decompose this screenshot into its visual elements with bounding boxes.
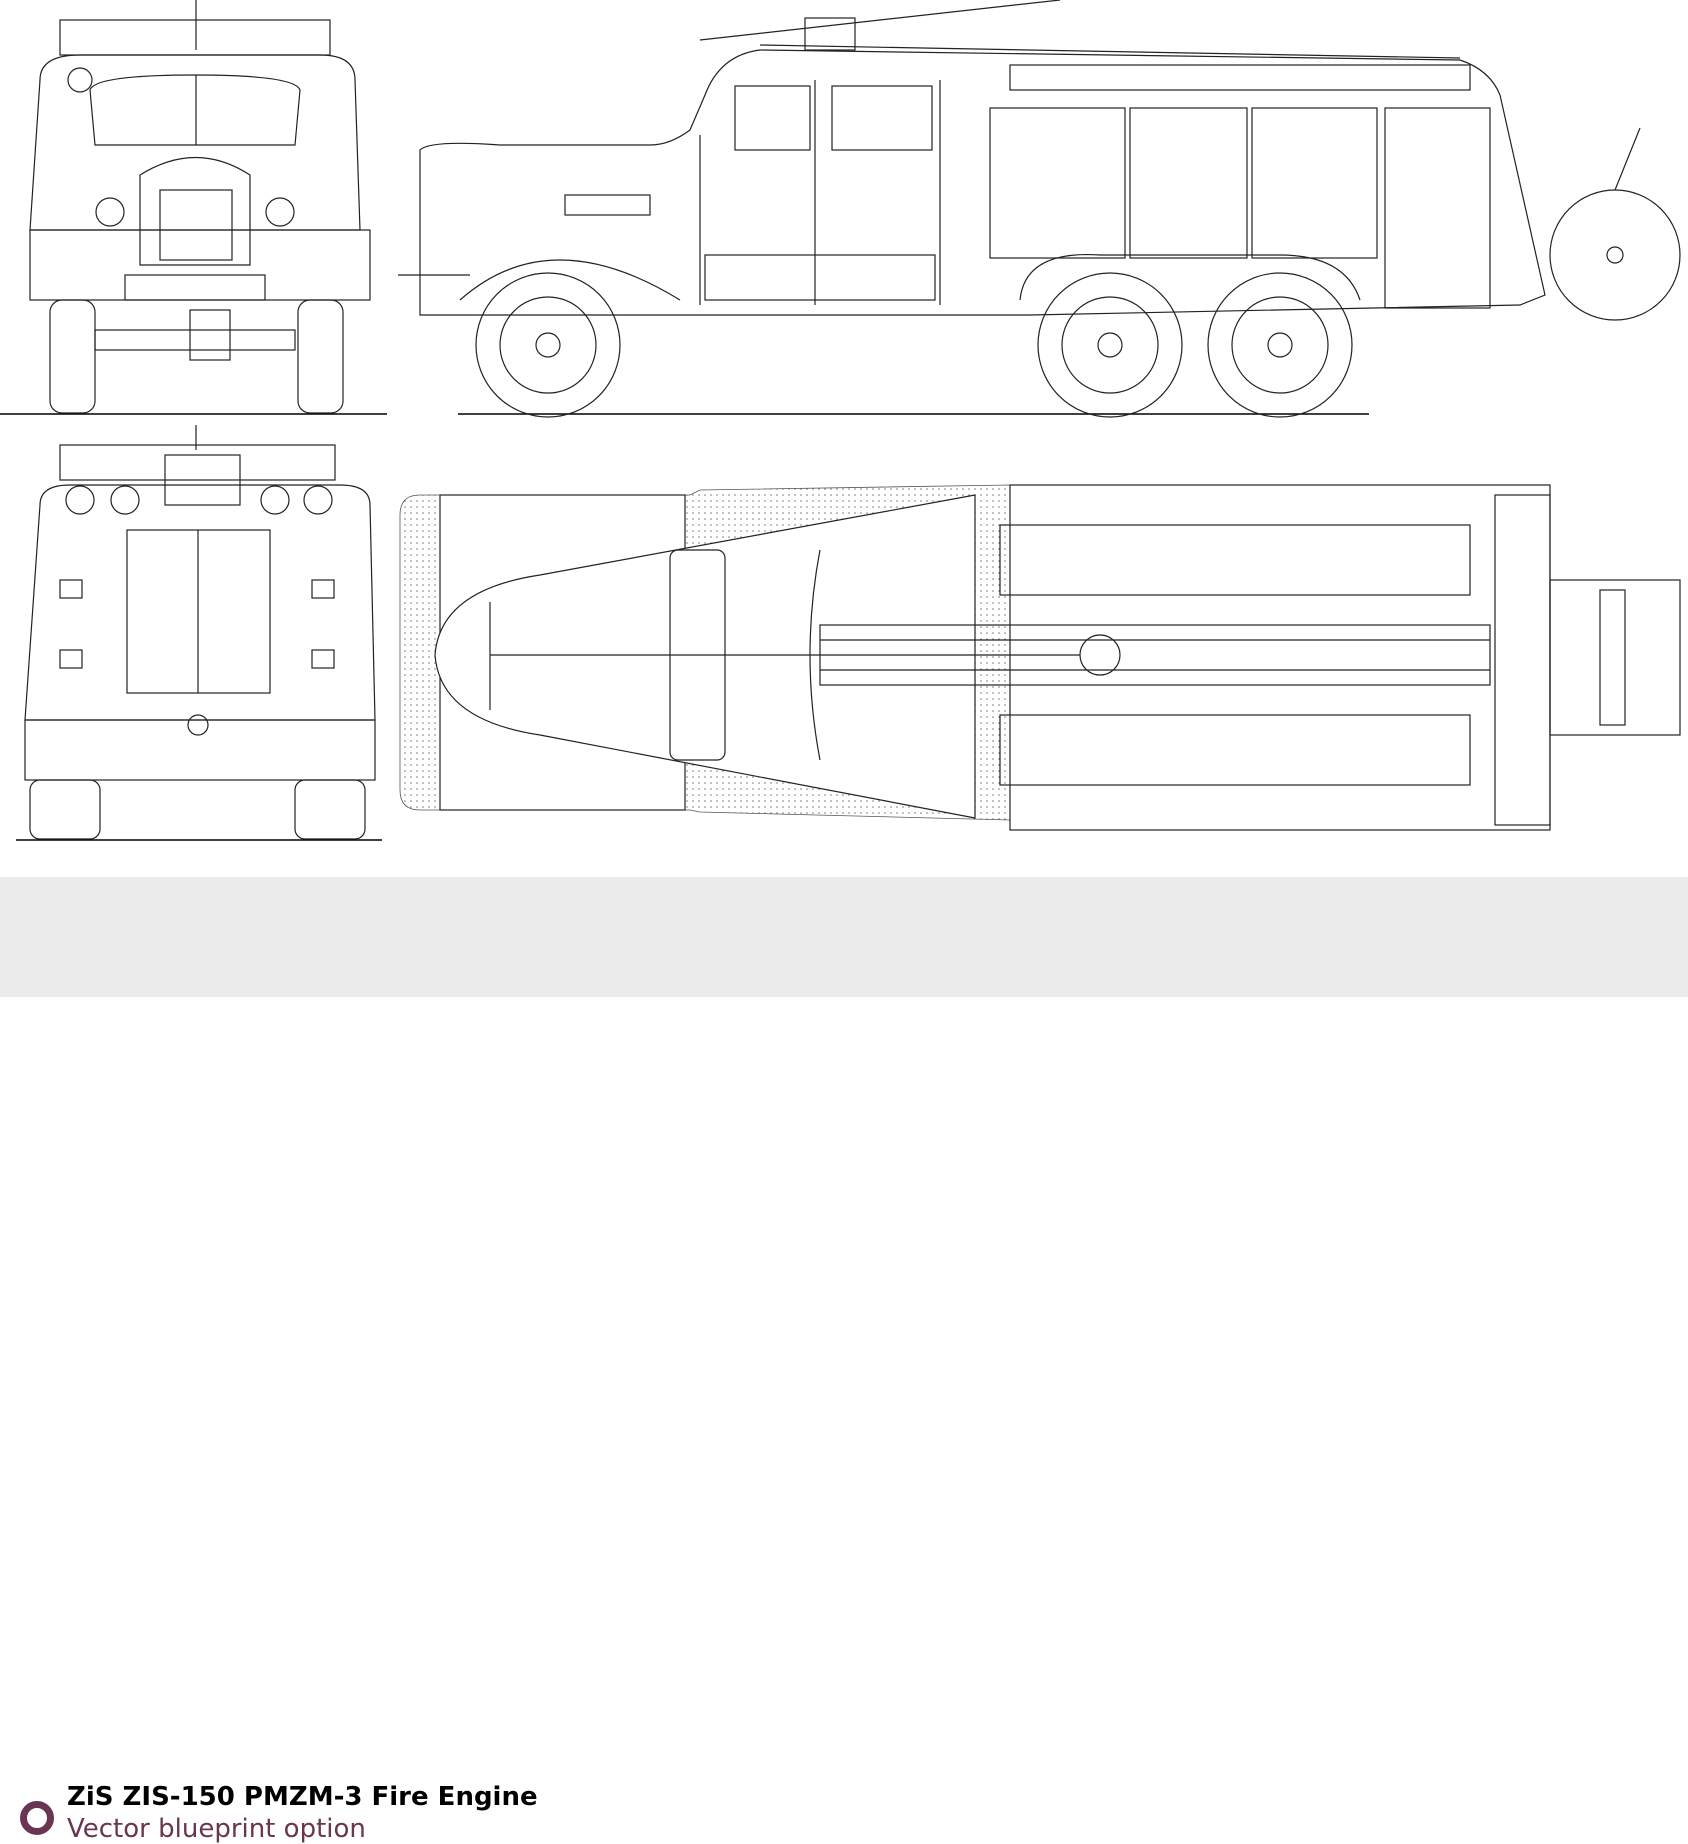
blueprint-drawing (0, 0, 1681, 841)
caption-subtitle: Vector blueprint option (67, 1814, 366, 1844)
front-view (0, 0, 387, 415)
top-view (399, 484, 1681, 831)
ring-bullet-icon (20, 1801, 54, 1835)
caption-title: ZiS ZIS-150 PMZM-3 Fire Engine (67, 1782, 538, 1812)
side-view (398, 0, 1681, 418)
rear-view (16, 425, 382, 841)
caption-bar: ZiS ZIS-150 PMZM-3 Fire Engine Vector bl… (0, 877, 1688, 1844)
